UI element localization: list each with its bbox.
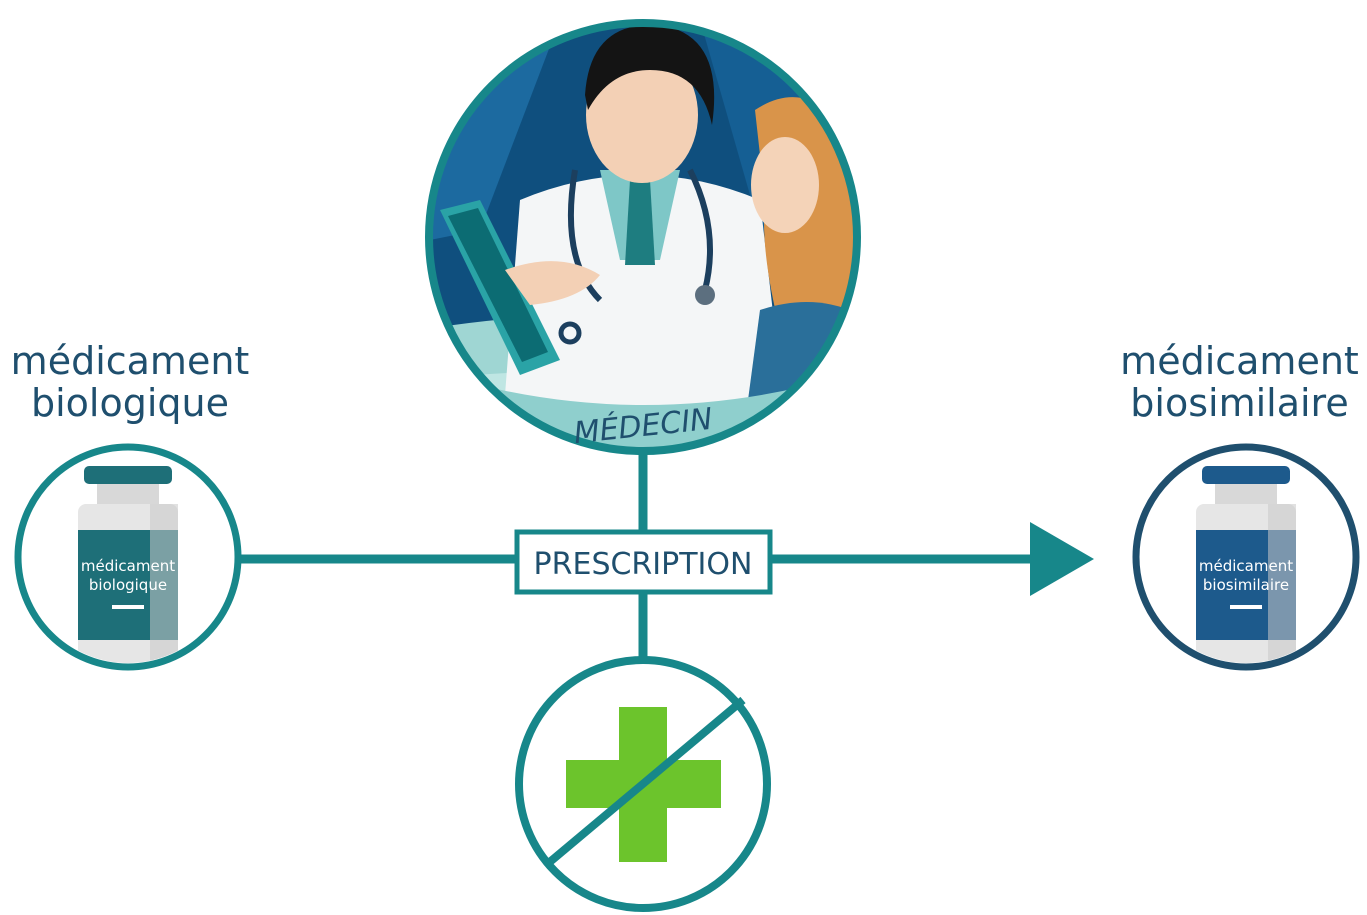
left-heading: médicament biologique (0, 340, 260, 424)
right-heading-line1: médicament (1120, 339, 1359, 383)
right-vial-label-line1: médicament (1199, 557, 1293, 575)
left-heading-line1: médicament (10, 339, 250, 383)
prescription-box: PRESCRIPTION (514, 529, 773, 595)
pharmacy-cross-crossed-out-icon (515, 656, 771, 912)
left-heading-line2: biologique (31, 381, 229, 425)
prescription-label: PRESCRIPTION (534, 547, 753, 582)
biosimilar-vial-illustration: médicament biosimilaire (1132, 443, 1360, 671)
right-heading: médicament biosimilaire (1112, 340, 1367, 424)
arrow-head (1030, 522, 1094, 596)
right-heading-line2: biosimilaire (1130, 381, 1349, 425)
right-vial-label-line2: biosimilaire (1203, 576, 1289, 594)
biologic-vial-illustration: médicament biologique (14, 443, 242, 671)
doctor-illustration: MÉDECIN (425, 19, 861, 455)
left-vial-label-line1: médicament (81, 557, 175, 575)
left-vial-label-line2: biologique (89, 576, 167, 594)
